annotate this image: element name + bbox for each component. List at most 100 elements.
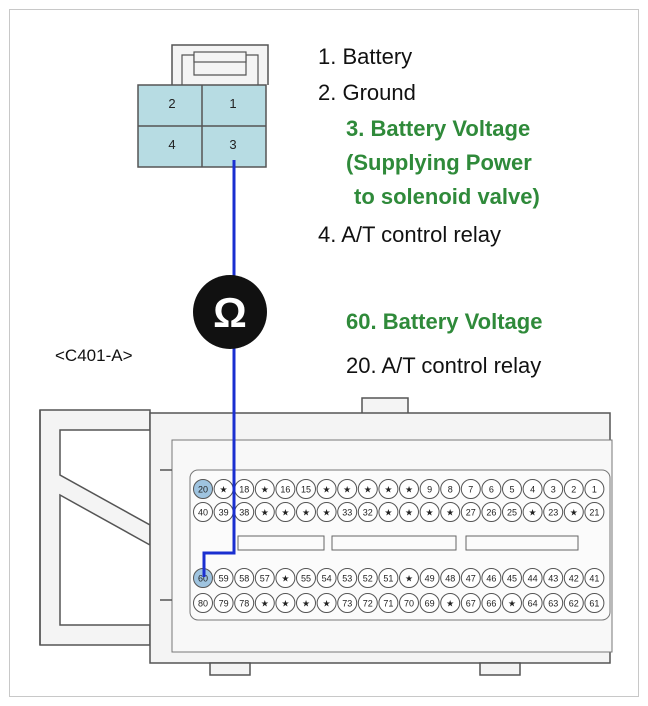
pin-circle [399, 479, 419, 499]
pin-3-2: 78 [234, 593, 255, 613]
pin-circle [378, 502, 399, 522]
pin-label: 57 [260, 574, 270, 584]
pin-3-4: ★ [275, 593, 296, 613]
pin-label: 15 [301, 485, 311, 495]
pin-label: ★ [323, 599, 331, 609]
pin-2-10: ★ [399, 568, 419, 588]
pin-circle [399, 502, 419, 522]
pin-2-6: 54 [316, 568, 337, 588]
pin-label: 18 [239, 485, 249, 495]
pin-label: 42 [569, 574, 579, 584]
pin-circle [440, 502, 461, 522]
ohm-icon: Ω [213, 289, 247, 336]
pin-label: ★ [261, 485, 269, 495]
pin-circle [481, 479, 502, 499]
pin-circle [522, 502, 543, 522]
pin-circle [193, 593, 213, 613]
pin-circle [460, 502, 481, 522]
pin-label: 79 [219, 599, 229, 609]
pin-label: 40 [198, 508, 208, 518]
pin-label: 33 [342, 508, 352, 518]
pin-label: ★ [323, 508, 331, 518]
pin-circle [193, 479, 213, 499]
pin-label: 3 [551, 485, 556, 495]
pin-3-3: ★ [254, 593, 275, 613]
pin-label: 66 [486, 599, 496, 609]
pin-label: 64 [528, 599, 538, 609]
pin-1-11: ★ [419, 502, 440, 522]
pin-circle [275, 502, 296, 522]
pin-2-9: 51 [378, 568, 399, 588]
ohmmeter-symbol: Ω [193, 275, 267, 349]
pin-circle [460, 479, 481, 499]
pin-circle [357, 502, 378, 522]
pin-label: ★ [446, 508, 454, 518]
pin-circle [254, 479, 275, 499]
pin-0-7: ★ [337, 479, 358, 499]
pin-3-14: 66 [481, 593, 502, 613]
pin-label: 52 [363, 574, 373, 584]
pin-label: ★ [281, 599, 289, 609]
pin-circle [563, 593, 584, 613]
legend-item-60: 60. Battery Voltage [346, 309, 543, 334]
pin-circle [378, 568, 399, 588]
pin-2-0: 60 [193, 568, 213, 588]
pin-circle [563, 502, 584, 522]
test-wire [202, 160, 236, 577]
pin-circle [481, 568, 502, 588]
pin-0-2: 18 [234, 479, 255, 499]
pin-2-5: 55 [296, 568, 316, 588]
pin-1-12: ★ [440, 502, 461, 522]
pin-2-15: 45 [502, 568, 522, 588]
pin-2-19: 41 [584, 568, 605, 588]
pin-label: ★ [281, 574, 289, 584]
c401-a-connector [39, 397, 613, 676]
pin-circle [234, 593, 255, 613]
pin-label: 47 [466, 574, 476, 584]
pin-1-15: 25 [502, 502, 522, 522]
pin-label: 80 [198, 599, 208, 609]
pin-circle [584, 593, 605, 613]
pin-2-3: 57 [254, 568, 275, 588]
pin-label: ★ [384, 508, 392, 518]
pin-label: 60 [198, 574, 208, 584]
pin-0-6: ★ [316, 479, 337, 499]
pin-label: 54 [322, 574, 332, 584]
pin-label: 43 [548, 574, 558, 584]
pin-circle [399, 568, 419, 588]
pin-label: 16 [280, 485, 290, 495]
pin-0-19: 1 [584, 479, 605, 499]
pin-1-16: ★ [522, 502, 543, 522]
pin-circle [502, 502, 522, 522]
diagram-frame [9, 9, 639, 697]
pin-circle [440, 593, 461, 613]
pin-label: 61 [589, 599, 599, 609]
pin-circle [419, 568, 440, 588]
pin-label: 71 [383, 599, 393, 609]
pin-2-4: ★ [275, 568, 296, 588]
pin-label: 44 [528, 574, 538, 584]
pin-0-16: 4 [522, 479, 543, 499]
pin-1-5: ★ [296, 502, 316, 522]
pin-label: ★ [384, 485, 392, 495]
pin-label: ★ [261, 599, 269, 609]
pin-2-18: 42 [563, 568, 584, 588]
pin-circle [502, 593, 522, 613]
pin-label: 45 [507, 574, 517, 584]
pin-label: 70 [404, 599, 414, 609]
pin-circle [296, 568, 316, 588]
pin-label: 26 [486, 508, 496, 518]
top-connector: 2 1 4 3 [137, 44, 269, 168]
legend-item-3: 3. Battery Voltage [346, 116, 531, 141]
pin-circle [213, 593, 234, 613]
pin-label: 63 [548, 599, 558, 609]
pin-circle [543, 479, 564, 499]
pin-0-17: 3 [543, 479, 564, 499]
pin-circle [234, 568, 255, 588]
pin-1-3: ★ [254, 502, 275, 522]
pin-circle [419, 479, 440, 499]
pin-circle [357, 593, 378, 613]
pin-1-8: 32 [357, 502, 378, 522]
